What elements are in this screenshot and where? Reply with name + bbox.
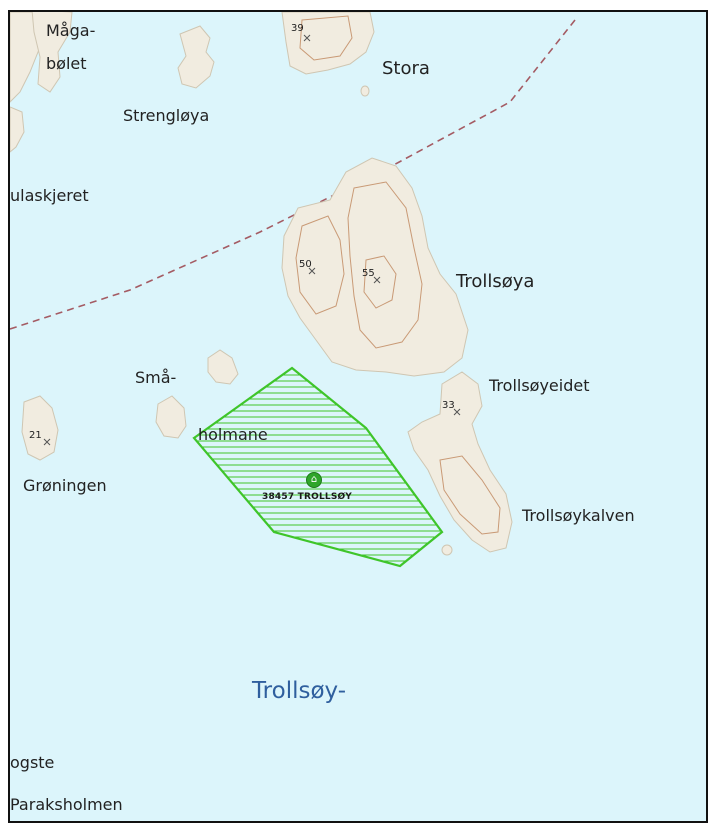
height-label-39: 39 [291,23,304,34]
height-label-33: 33 [442,400,455,411]
label-stora: Stora [382,58,430,79]
contour-trollsoya-peak [363,255,397,309]
label-bolet: bølet [46,54,87,73]
islet-trollsoykalven [441,544,453,556]
island-strengloya [177,25,215,89]
map-view[interactable]: Måga- bølet Strengløya Stora ulaskjeret … [8,10,708,823]
height-label-50: 50 [299,259,312,270]
map-canvas[interactable] [10,12,706,821]
label-trollsoy-water: Trollsøy- [252,678,347,704]
label-sma: Små- [135,368,177,387]
contour-trollsoykalven [439,455,501,535]
island-trollsoyeidet [407,371,513,553]
protected-site-label: 38457 TROLLSØY [262,492,352,502]
islet-smaholmane-north [207,349,239,385]
label-strengloya: Strengløya [123,106,210,125]
label-trollsoykalven: Trollsøykalven [522,506,635,525]
label-holmane: holmane [198,425,268,444]
island-trollsoya [281,157,469,377]
site-marker-icon[interactable]: ⌂ [306,472,322,488]
maritime-boundary-line [10,19,576,330]
top-caption [0,0,710,10]
contour-trollsoya-east [347,181,423,349]
height-label-55: 55 [362,268,375,279]
label-paraksholmen: Paraksholmen [10,795,123,814]
islet-stora-small [360,85,370,97]
island-groningen [21,395,59,461]
label-ulaskjeret: ulaskjeret [10,186,89,205]
label-trollsoyeidet: Trollsøyeidet [489,376,590,395]
height-markers [43,34,461,446]
label-trollsoya: Trollsøya [456,271,535,292]
island-west-edge [10,106,25,153]
protected-area-polygon[interactable] [192,366,444,568]
island-magabolet-east [31,12,73,93]
label-maga: Måga- [46,21,96,40]
island-stora [281,12,375,75]
label-groningen: Grøningen [23,476,107,495]
contour-stora [299,15,353,61]
height-label-21: 21 [29,430,42,441]
label-ogste: ogste [10,753,55,772]
contour-trollsoya-west [295,215,345,315]
island-magabolet [10,12,43,103]
islet-smaholmane-south [155,395,187,439]
